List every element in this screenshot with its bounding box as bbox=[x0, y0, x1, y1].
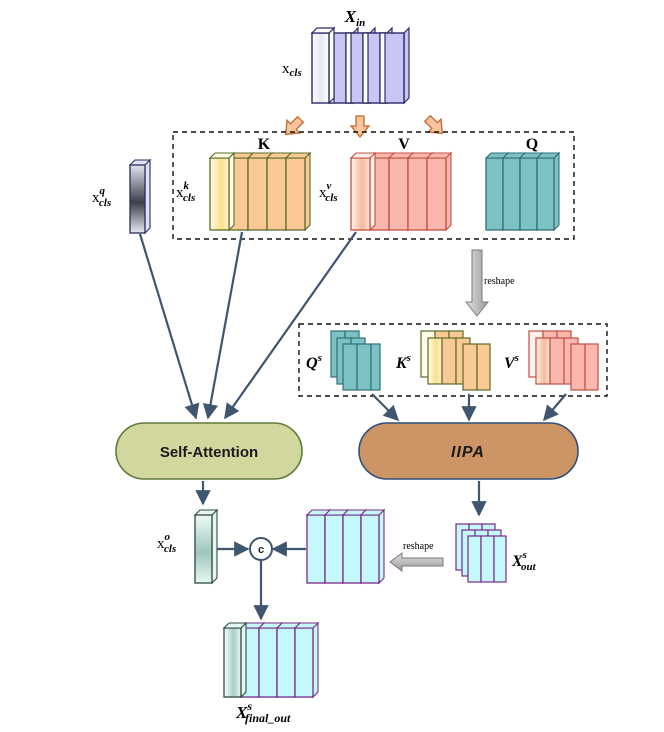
x-in-token-stack bbox=[310, 26, 410, 105]
reshaped-token-stack bbox=[305, 508, 386, 585]
x-cls-o-token bbox=[193, 508, 219, 585]
q-token-stack bbox=[484, 151, 561, 232]
final-output-token-stack bbox=[222, 621, 320, 699]
k-header: K bbox=[258, 136, 271, 153]
q-header: Q bbox=[526, 136, 538, 153]
iipa-input-arrows bbox=[371, 393, 567, 422]
v-token-stack bbox=[349, 151, 453, 232]
reshape-top-label: reshape bbox=[484, 276, 515, 287]
x-in-label: Xin bbox=[344, 7, 366, 29]
reshape-left-arrow-icon bbox=[389, 552, 444, 572]
split-arrows bbox=[284, 114, 444, 139]
self-attention-label: Self-Attention bbox=[160, 444, 258, 461]
qkv-s-dashed-box bbox=[298, 323, 608, 397]
attention-input-arrows bbox=[138, 231, 357, 420]
k-s-label: Ks bbox=[395, 352, 411, 372]
k-s-token-stack bbox=[420, 330, 491, 391]
kvq-dashed-box bbox=[172, 131, 575, 240]
q-s-label: Qs bbox=[306, 352, 322, 372]
orange-arrow-icon bbox=[349, 115, 371, 139]
self-attention-block bbox=[115, 422, 303, 480]
orange-arrow-icon bbox=[423, 114, 444, 135]
v-s-token-stack bbox=[528, 330, 599, 391]
k-token-stack bbox=[208, 151, 312, 232]
reshape-down-arrow-icon bbox=[464, 249, 490, 317]
orange-arrow-icon bbox=[284, 115, 305, 136]
v-s-label: Vs bbox=[504, 352, 519, 372]
concat-operator-icon bbox=[249, 537, 273, 561]
x-cls-q-token bbox=[128, 158, 152, 235]
x-cls-label: xcls bbox=[282, 61, 302, 79]
reshape-bottom-label: reshape bbox=[403, 541, 434, 552]
iipa-label: IIPA bbox=[451, 444, 485, 461]
iipa-block bbox=[358, 422, 579, 480]
x-out-s-token-stack bbox=[455, 523, 507, 583]
concat-label: c bbox=[258, 544, 264, 556]
v-header: V bbox=[398, 136, 410, 153]
q-s-token-stack bbox=[330, 330, 381, 391]
